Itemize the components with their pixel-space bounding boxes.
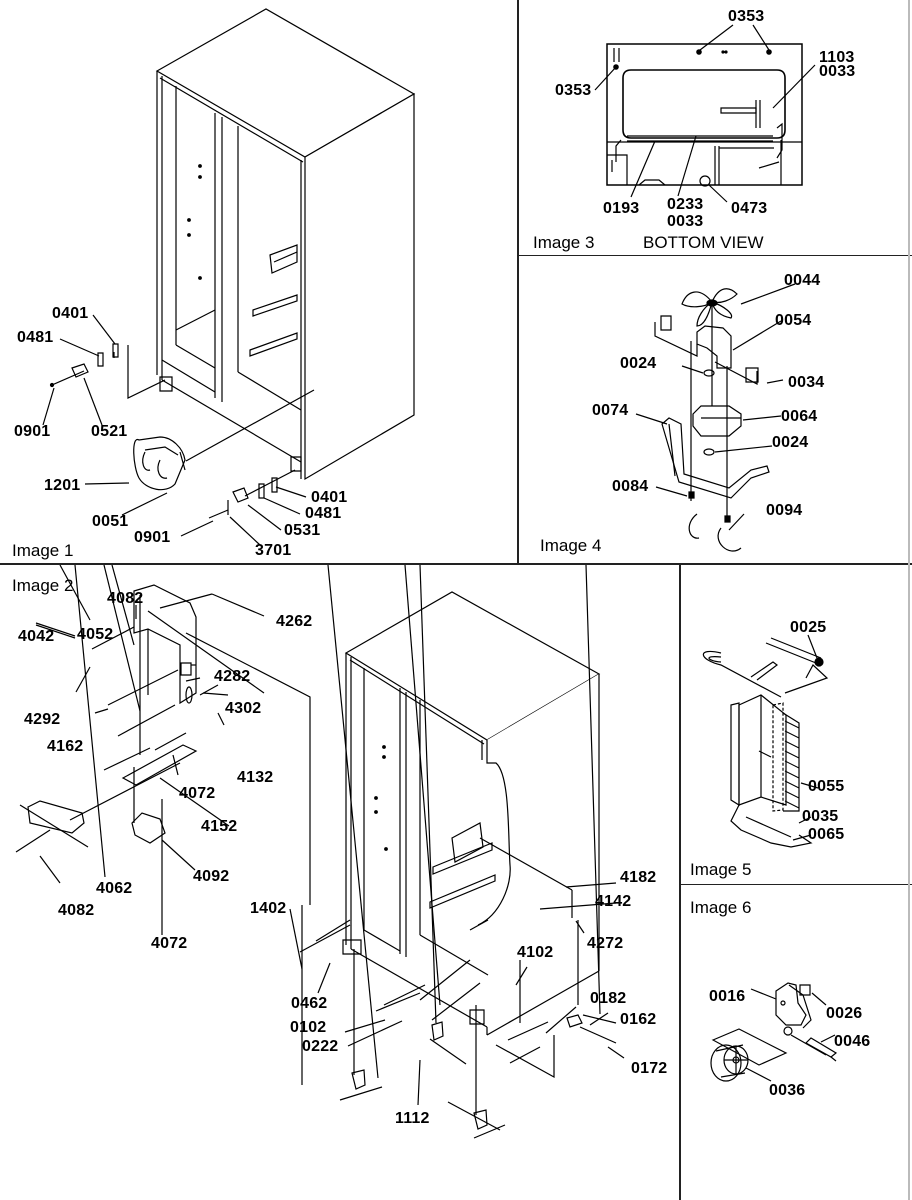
callout-3701: 3701 — [255, 542, 292, 559]
panel-image2: 4082 4262 4042 4052 4282 4302 4292 4162 … — [0, 565, 679, 1200]
callout-0025: 0025 — [790, 619, 827, 636]
callout-0051: 0051 — [92, 513, 129, 530]
callout-0046: 0046 — [834, 1033, 871, 1050]
callout-4042: 4042 — [18, 628, 55, 645]
callout-0036: 0036 — [769, 1082, 806, 1099]
callout-0521: 0521 — [91, 423, 128, 440]
bottom-view-drawing — [519, 0, 912, 255]
callout-0481: 0481 — [17, 329, 54, 346]
divider-horizontal-mid — [0, 563, 912, 565]
callout-0084: 0084 — [612, 478, 649, 495]
refrigerator-cabinet-drawing — [0, 0, 517, 563]
dispenser-and-cabinet-drawing — [0, 565, 679, 1200]
callout-0531: 0531 — [284, 522, 321, 539]
callout-0074: 0074 — [592, 402, 629, 419]
callout-0044: 0044 — [784, 272, 821, 289]
callout-0024-upper: 0024 — [620, 355, 657, 372]
fan-motor-assembly-drawing — [519, 256, 912, 563]
callout-4072-lower: 4072 — [151, 935, 188, 952]
callout-0401: 0401 — [52, 305, 89, 322]
callout-1112: 1112 — [395, 1110, 430, 1127]
callout-0182: 0182 — [590, 990, 627, 1007]
callout-0054: 0054 — [775, 312, 812, 329]
panel-caption-image2: Image 2 — [12, 576, 74, 595]
divider-image5-image6 — [681, 884, 912, 885]
callout-0222: 0222 — [302, 1038, 339, 1055]
callout-0901: 0901 — [14, 423, 51, 440]
divider-vertical-bottom — [679, 565, 681, 1200]
panel-caption-image6: Image 6 — [690, 898, 752, 917]
panel-image5: 0025 0055 0035 0065 Image 5 — [681, 565, 908, 884]
callout-1402: 1402 — [250, 900, 287, 917]
callout-0102: 0102 — [290, 1019, 327, 1036]
callout-4302: 4302 — [225, 700, 262, 717]
callout-4152: 4152 — [201, 818, 238, 835]
callout-0065: 0065 — [808, 826, 845, 843]
callout-4142: 4142 — [595, 893, 632, 910]
callout-4052: 4052 — [77, 626, 114, 643]
callout-0481-lower: 0481 — [305, 505, 342, 522]
callout-0016: 0016 — [709, 988, 746, 1005]
callout-0473: 0473 — [731, 200, 768, 217]
callout-0401-lower: 0401 — [311, 489, 348, 506]
callout-0034: 0034 — [788, 374, 825, 391]
callout-0026: 0026 — [826, 1005, 863, 1022]
callout-0094: 0094 — [766, 502, 803, 519]
bottom-view-label: BOTTOM VIEW — [643, 233, 764, 252]
callout-0172: 0172 — [631, 1060, 668, 1077]
callout-4282: 4282 — [214, 668, 251, 685]
callout-4132: 4132 — [237, 769, 274, 786]
callout-0035: 0035 — [802, 808, 839, 825]
callout-1201: 1201 — [44, 477, 81, 494]
panel-caption-image3: Image 3 — [533, 233, 595, 252]
callout-0033-right: 0033 — [819, 63, 856, 80]
callout-0024-lower: 0024 — [772, 434, 809, 451]
callout-4102: 4102 — [517, 944, 554, 961]
callout-0064: 0064 — [781, 408, 818, 425]
divider-right-edge — [908, 0, 910, 1200]
callout-4062: 4062 — [96, 880, 133, 897]
callout-0162: 0162 — [620, 1011, 657, 1028]
callout-0353-left: 0353 — [555, 82, 592, 99]
callout-0901-lower: 0901 — [134, 529, 171, 546]
callout-4272: 4272 — [587, 935, 624, 952]
panel-image1: 0401 0481 0901 0521 1201 0051 0901 3701 … — [0, 0, 517, 563]
callout-4092: 4092 — [193, 868, 230, 885]
callout-1103: 1103 — [819, 49, 855, 66]
callout-4162: 4162 — [47, 738, 84, 755]
callout-0033-bottom: 0033 — [667, 213, 704, 230]
divider-vertical-top — [517, 0, 519, 565]
callout-0055: 0055 — [808, 778, 845, 795]
evaporator-drawing — [681, 565, 908, 884]
panel-caption-image1: Image 1 — [12, 541, 74, 560]
callout-4082-lower: 4082 — [58, 902, 95, 919]
divider-image3-image4 — [519, 255, 912, 256]
panel-caption-image4: Image 4 — [540, 536, 602, 555]
panel-image3: 0353 0353 1103 0033 0193 0233 0033 0473 … — [519, 0, 912, 255]
callout-4262: 4262 — [276, 613, 313, 630]
panel-image4: 0044 0054 0024 0034 0074 0064 0024 0084 … — [519, 256, 912, 563]
callout-0462: 0462 — [291, 995, 328, 1012]
panel-caption-image5: Image 5 — [690, 860, 752, 879]
roller-assembly-drawing — [681, 885, 908, 1200]
callout-4072-upper: 4072 — [179, 785, 216, 802]
callout-0233: 0233 — [667, 196, 704, 213]
callout-4292: 4292 — [24, 711, 61, 728]
callout-4182: 4182 — [620, 869, 657, 886]
callout-0353-top: 0353 — [728, 8, 765, 25]
panel-image6: 0016 0026 0046 0036 Image 6 — [681, 885, 908, 1200]
callout-4082-top: 4082 — [107, 590, 144, 607]
callout-0193: 0193 — [603, 200, 640, 217]
